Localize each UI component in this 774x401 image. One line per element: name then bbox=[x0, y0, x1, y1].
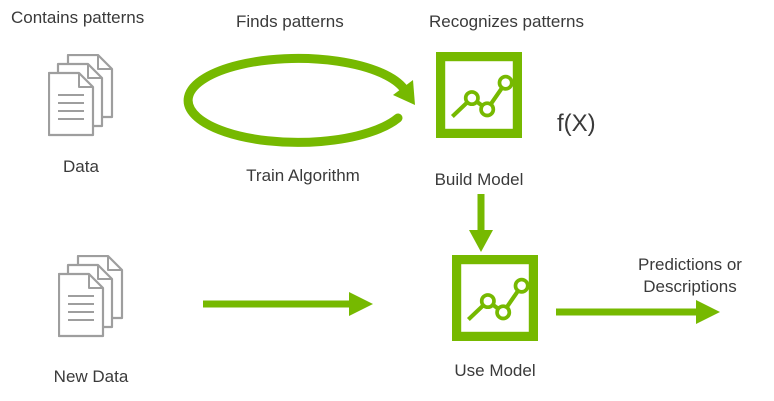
build-model-chart-icon bbox=[436, 52, 522, 138]
train-cycle-arrow-icon bbox=[183, 53, 415, 147]
new-data-documents-icon bbox=[58, 255, 124, 338]
data-label: Data bbox=[63, 157, 99, 176]
data-documents-icon bbox=[48, 54, 114, 137]
fx-function-label: f(X) bbox=[557, 110, 596, 137]
caption-finds-patterns: Finds patterns bbox=[236, 12, 344, 31]
caption-recognizes-patterns: Recognizes patterns bbox=[429, 12, 584, 31]
use-model-to-output-arrow bbox=[556, 300, 720, 324]
new-data-label: New Data bbox=[53, 367, 129, 386]
use-model-chart-icon bbox=[452, 255, 538, 341]
train-algorithm-label: Train Algorithm bbox=[246, 166, 360, 185]
caption-contains-patterns: Contains patterns bbox=[11, 8, 145, 27]
build-model-label: Build Model bbox=[434, 170, 524, 189]
new-data-to-use-model-arrow bbox=[203, 292, 373, 316]
build-to-use-arrow bbox=[469, 194, 493, 252]
use-model-label: Use Model bbox=[454, 361, 536, 380]
predictions-output-label: Predictions or Descriptions bbox=[638, 255, 742, 297]
